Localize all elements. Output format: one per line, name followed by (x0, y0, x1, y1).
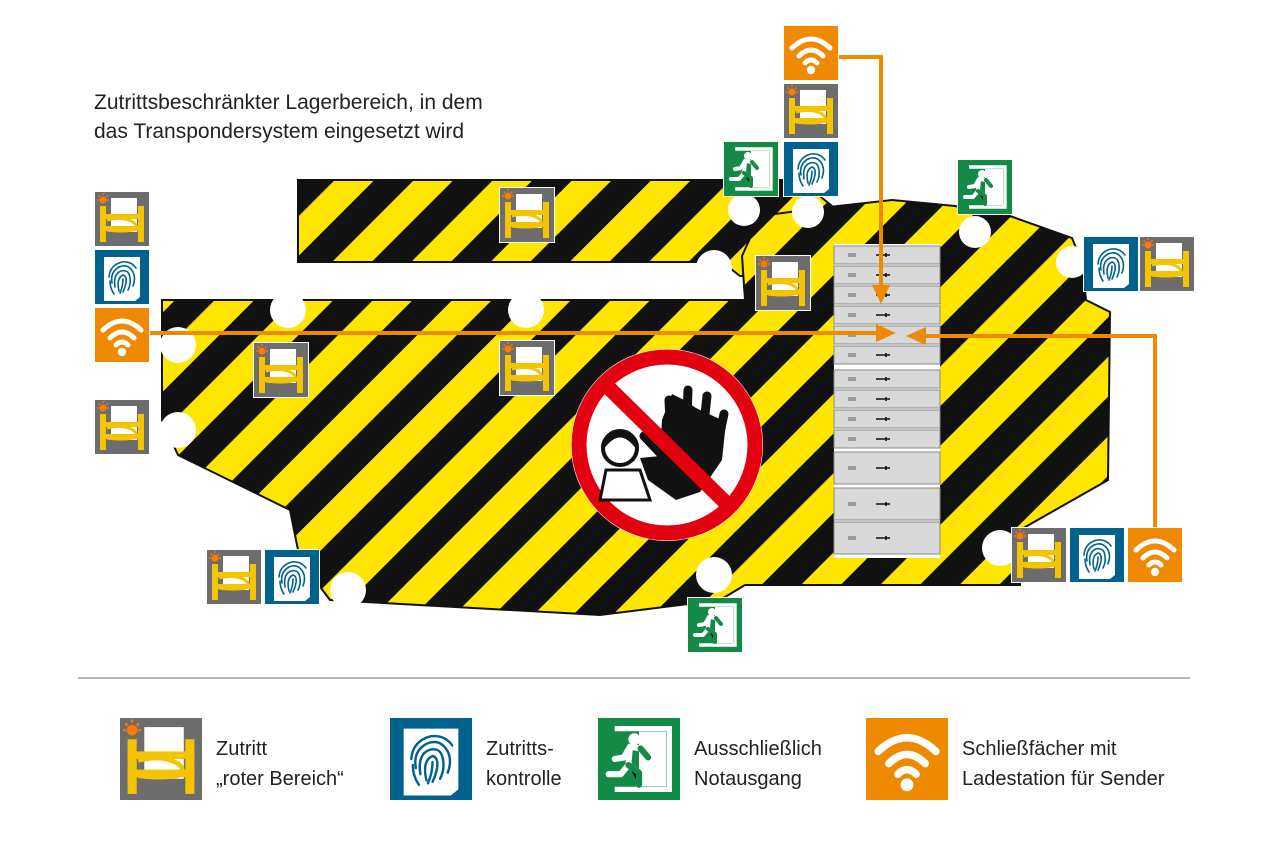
fingerprint-icon (390, 718, 472, 800)
locker-cabinet-icon (833, 244, 941, 558)
plan-icons (94, 25, 1195, 653)
route-top-wifi (838, 55, 883, 292)
fingerprint-icon (1069, 527, 1125, 583)
diagram-caption: Zutrittsbeschränkter Lagerbereich, in de… (94, 88, 614, 146)
barrier-gate-icon (1139, 236, 1195, 292)
wifi-signal-icon (783, 25, 839, 81)
caption-line-2: das Transpondersystem eingesetzt wird (94, 120, 465, 143)
wifi-signal-icon (1127, 527, 1183, 583)
legend-fingerprint-line-2: kontrolle (486, 768, 562, 790)
legend-exit-line-1: Ausschließlich (694, 738, 822, 760)
door-notches (160, 194, 1088, 608)
emergency-exit-icon (957, 159, 1013, 215)
locker-drawer (833, 451, 941, 485)
fingerprint-icon (1083, 236, 1139, 292)
locker-drawer (833, 305, 941, 325)
emergency-exit-icon (723, 141, 779, 197)
locker-drawer (833, 345, 941, 365)
barrier-gate-icon (499, 187, 555, 243)
locker-drawer (833, 245, 941, 265)
locker-drawer (833, 285, 941, 305)
barrier-gate-icon (755, 255, 811, 311)
barrier-gate-icon (1011, 527, 1067, 583)
locker-drawer (833, 265, 941, 285)
route-arrowheads (872, 285, 926, 345)
legend-divider (78, 677, 1190, 679)
wifi-signal-icon (866, 718, 948, 800)
fingerprint-icon (264, 549, 320, 605)
legend-fingerprint-line-1: Zutritts- (486, 738, 554, 760)
locker-drawer (833, 487, 941, 521)
transmitter-routing-lines (148, 55, 1157, 530)
emergency-exit-icon (598, 718, 680, 800)
barrier-gate-icon (783, 83, 839, 139)
legend-gate-line-1: Zutritt (216, 738, 268, 760)
locker-drawer (833, 369, 941, 389)
barrier-gate-icon (206, 549, 262, 605)
barrier-gate-icon (499, 340, 555, 396)
locker-drawer (833, 429, 941, 449)
barrier-gate-icon (253, 342, 309, 398)
wifi-signal-icon (94, 307, 150, 363)
fingerprint-icon (783, 141, 839, 197)
legend-wifi-line-2: Ladestation für Sender (962, 768, 1165, 790)
locker-drawer (833, 409, 941, 429)
barrier-gate-icon (120, 718, 202, 800)
barrier-gate-icon (94, 191, 150, 247)
legend-exit-line-2: Notausgang (694, 768, 802, 790)
barrier-gate-icon (94, 399, 150, 455)
caption-line-1: Zutrittsbeschränkter Lagerbereich, in de… (94, 91, 483, 114)
no-entry-hand-icon (571, 349, 763, 541)
fingerprint-icon (94, 249, 150, 305)
warehouse-floor-plan (94, 25, 1195, 653)
emergency-exit-icon (687, 597, 743, 653)
legend-wifi-line-1: Schließfächer mit (962, 738, 1117, 760)
route-right-wifi (916, 334, 1157, 530)
locker-drawer (833, 389, 941, 409)
locker-drawer (833, 521, 941, 555)
legend-gate-line-2: „roter Bereich“ (216, 768, 344, 790)
